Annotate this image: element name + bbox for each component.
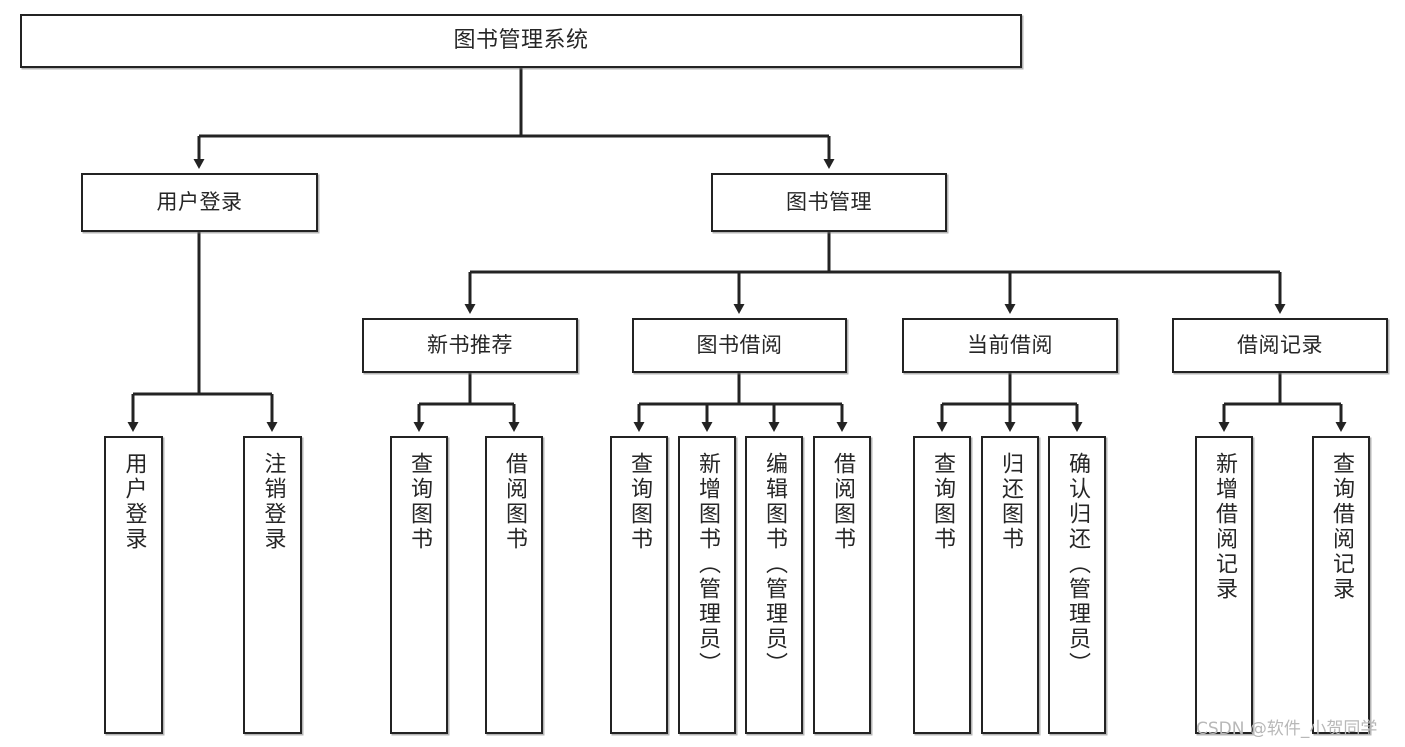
node-leaf-query-record-label: 查询借阅记录 [1329,452,1354,602]
node-book-borrow-label: 图书借阅 [696,333,783,358]
node-leaf-edit-book-label: 编辑图书（管理员） [762,452,787,677]
node-leaf-user-login[interactable]: 用户登录 [104,436,163,734]
node-leaf-add-book-label: 新增图书（管理员） [695,452,720,677]
node-book-manage-label: 图书管理 [786,190,872,215]
node-book-borrow[interactable]: 图书借阅 [632,318,847,373]
node-new-book-recommend-label: 新书推荐 [427,333,513,358]
node-leaf-borrow-book-1[interactable]: 借阅图书 [485,436,543,734]
node-leaf-query-record[interactable]: 查询借阅记录 [1312,436,1370,734]
node-leaf-query-book-2[interactable]: 查询图书 [610,436,668,734]
node-leaf-return-book[interactable]: 归还图书 [981,436,1039,734]
node-new-book-recommend[interactable]: 新书推荐 [362,318,578,373]
node-root[interactable]: 图书管理系统 [20,14,1022,68]
node-leaf-borrow-book-2-label: 借阅图书 [830,452,855,552]
node-borrow-record-label: 借阅记录 [1237,333,1323,358]
node-current-borrow[interactable]: 当前借阅 [902,318,1118,373]
node-leaf-borrow-book-1-label: 借阅图书 [502,452,527,552]
node-leaf-add-record[interactable]: 新增借阅记录 [1195,436,1253,734]
node-leaf-query-book-1[interactable]: 查询图书 [390,436,448,734]
node-leaf-query-book-1-label: 查询图书 [407,452,432,552]
node-leaf-user-login-label: 用户登录 [121,452,147,552]
watermark-text: CSDN @软件_小贺同学 [1196,719,1378,739]
node-leaf-add-book[interactable]: 新增图书（管理员） [678,436,736,734]
node-leaf-confirm-return[interactable]: 确认归还（管理员） [1048,436,1106,734]
node-leaf-borrow-book-2[interactable]: 借阅图书 [813,436,871,734]
node-leaf-return-book-label: 归还图书 [998,452,1023,552]
node-leaf-query-book-3-label: 查询图书 [930,452,955,552]
node-user-login-label: 用户登录 [156,190,243,215]
node-leaf-confirm-return-label: 确认归还（管理员） [1065,452,1090,677]
node-leaf-query-book-3[interactable]: 查询图书 [913,436,971,734]
node-user-login[interactable]: 用户登录 [81,173,318,232]
node-book-manage[interactable]: 图书管理 [711,173,947,232]
node-leaf-add-record-label: 新增借阅记录 [1212,452,1237,602]
node-leaf-edit-book[interactable]: 编辑图书（管理员） [745,436,803,734]
node-leaf-logout[interactable]: 注销登录 [243,436,302,734]
node-current-borrow-label: 当前借阅 [967,333,1053,358]
node-borrow-record[interactable]: 借阅记录 [1172,318,1388,373]
node-root-label: 图书管理系统 [453,28,589,54]
node-leaf-logout-label: 注销登录 [260,452,286,552]
node-leaf-query-book-2-label: 查询图书 [627,452,652,552]
